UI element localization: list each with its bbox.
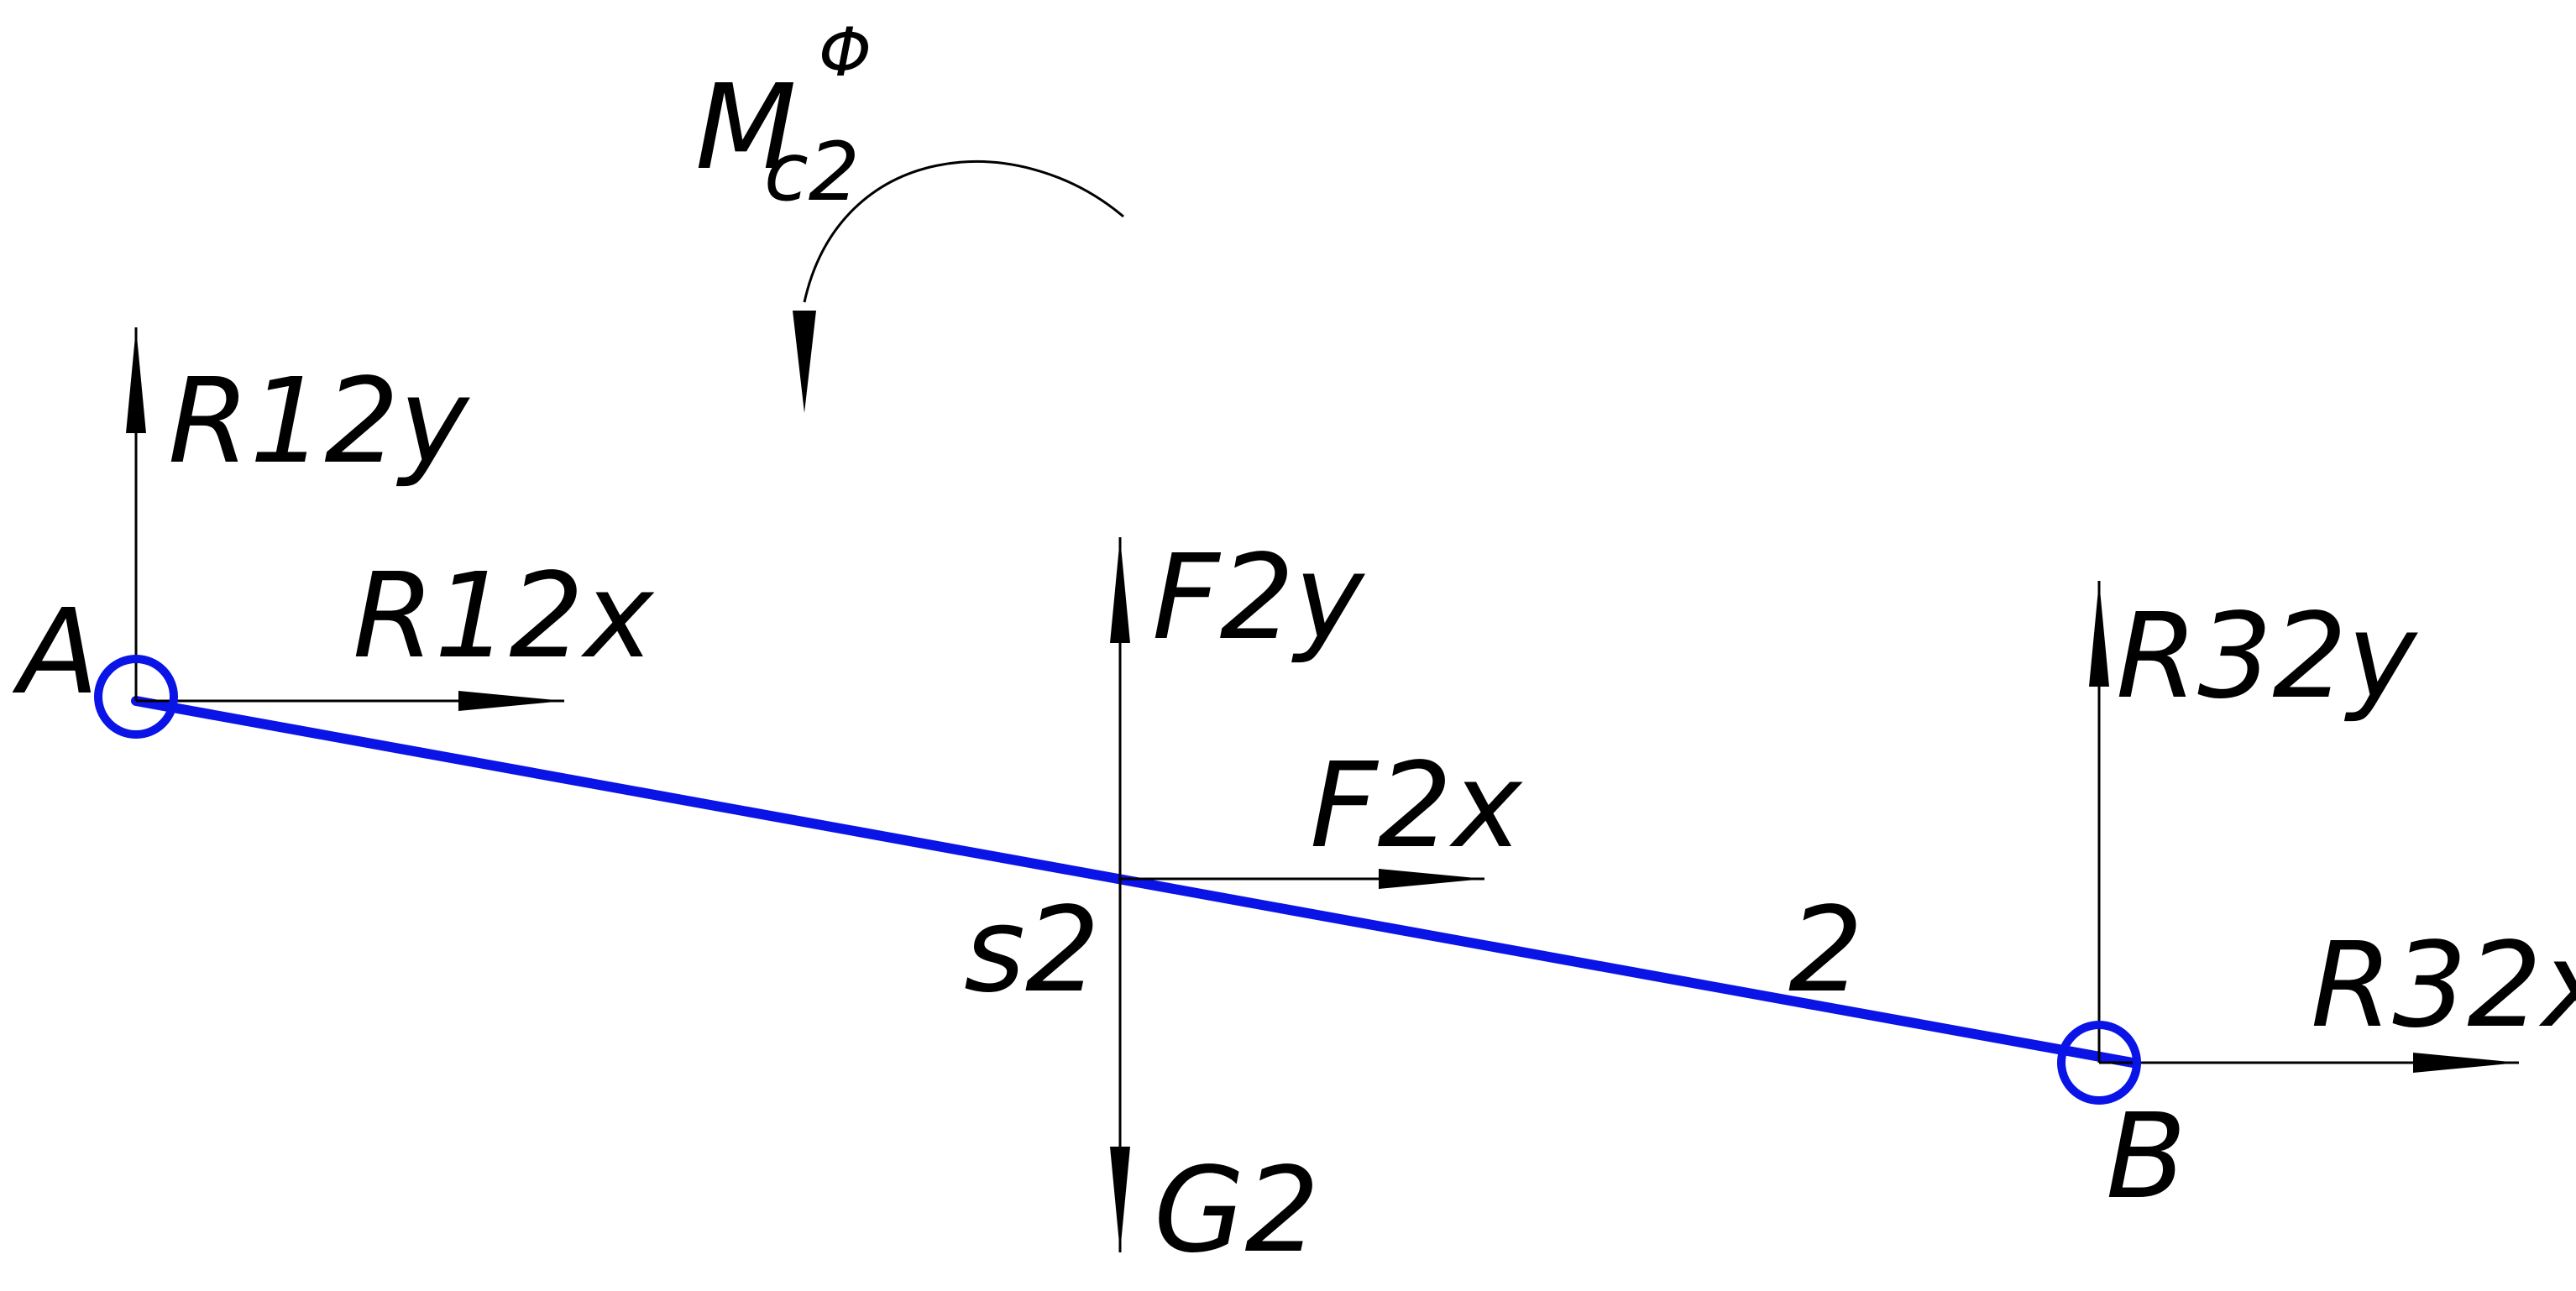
moment-subscript: c2: [764, 125, 860, 219]
s2-label: s2: [964, 882, 1100, 1019]
g2-label: G2: [1154, 1142, 1320, 1279]
link-2-bar: [131, 696, 2138, 1068]
r12y-label: R12y: [168, 353, 470, 490]
r32y-label: R32y: [2116, 588, 2418, 725]
r12x-label: R12x: [353, 548, 655, 685]
f2x-label: F2x: [1310, 738, 1524, 875]
moment-arc-arrow: [803, 160, 1124, 303]
r32x-label: R32x: [2311, 917, 2576, 1054]
joint-a: [94, 655, 178, 739]
moment-label: Mc2 Φ: [695, 13, 872, 219]
joint-b: [2057, 1021, 2141, 1105]
moment-superscript: Φ: [819, 13, 872, 91]
moment-base: M: [695, 60, 797, 196]
link-number-label: 2: [1788, 882, 1863, 1019]
joint-a-label: A: [12, 584, 99, 721]
f2y-label: F2y: [1152, 530, 1366, 666]
moment-arrowhead: [793, 311, 816, 413]
joint-b-label: B: [2106, 1089, 2186, 1226]
